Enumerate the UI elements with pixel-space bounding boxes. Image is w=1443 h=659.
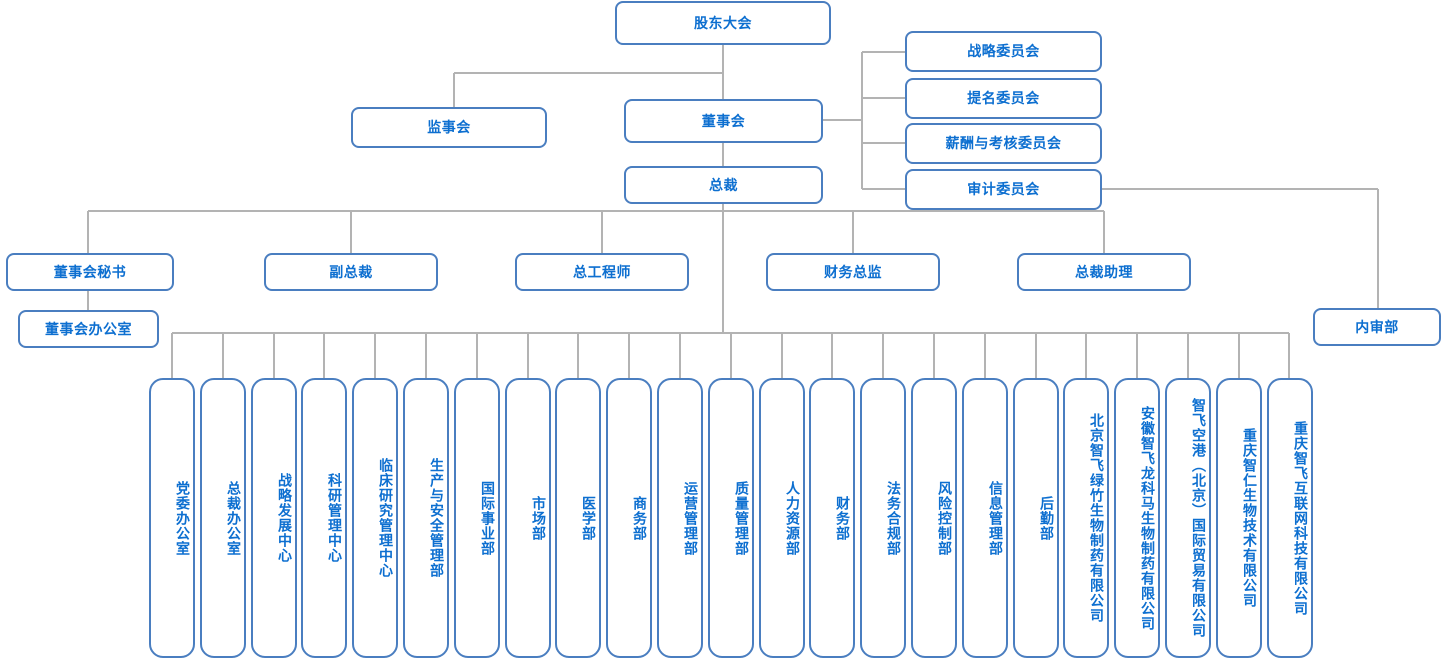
node-label: 监事会 [427, 119, 471, 136]
node-subsidiary-chongqing-zhiren[interactable]: 重庆智仁生物技术有限公司 [1216, 378, 1262, 658]
node-label: 总裁 [709, 176, 738, 193]
node-label: 医学部 [581, 495, 597, 541]
node-label: 财务部 [835, 495, 851, 541]
node-board-office[interactable]: 董事会办公室 [18, 310, 159, 348]
node-label: 质量管理部 [734, 480, 750, 556]
node-president[interactable]: 总裁 [624, 166, 823, 204]
node-department-strategic-development-center[interactable]: 战略发展中心 [251, 378, 297, 658]
node-label: 战略发展中心 [277, 473, 293, 563]
node-subsidiary-chongqing-zhifei-internet[interactable]: 重庆智飞互联网科技有限公司 [1267, 378, 1313, 658]
node-label: 重庆智仁生物技术有限公司 [1242, 428, 1258, 608]
node-vice-president[interactable]: 副总裁 [264, 253, 438, 291]
node-department-clinical-research-management-center[interactable]: 临床研究管理中心 [352, 378, 398, 658]
node-department-medical[interactable]: 医学部 [555, 378, 601, 658]
node-label: 提名委员会 [967, 90, 1040, 107]
node-cfo[interactable]: 财务总监 [766, 253, 940, 291]
node-department-international-business[interactable]: 国际事业部 [454, 378, 500, 658]
node-department-marketing[interactable]: 市场部 [505, 378, 551, 658]
node-label: 运营管理部 [683, 480, 699, 556]
node-label: 智飞空港（北京）国际贸易有限公司 [1191, 398, 1207, 638]
node-president-assistant[interactable]: 总裁助理 [1017, 253, 1191, 291]
node-label: 内审部 [1355, 318, 1399, 335]
node-label: 战略委员会 [967, 43, 1040, 60]
node-label: 法务合规部 [886, 480, 902, 556]
node-label: 薪酬与考核委员会 [945, 135, 1062, 152]
node-department-business-affairs[interactable]: 商务部 [606, 378, 652, 658]
node-committee-remuneration-appraisal[interactable]: 薪酬与考核委员会 [905, 123, 1102, 164]
node-label: 风险控制部 [937, 480, 953, 556]
node-department-operations-management[interactable]: 运营管理部 [657, 378, 703, 658]
node-committee-nomination[interactable]: 提名委员会 [905, 78, 1102, 119]
node-board-secretary[interactable]: 董事会秘书 [6, 253, 174, 291]
node-label: 重庆智飞互联网科技有限公司 [1293, 420, 1309, 616]
node-department-logistics[interactable]: 后勤部 [1013, 378, 1059, 658]
node-committee-audit[interactable]: 审计委员会 [905, 169, 1102, 210]
node-department-legal-compliance[interactable]: 法务合规部 [860, 378, 906, 658]
node-committee-strategy[interactable]: 战略委员会 [905, 31, 1102, 72]
node-subsidiary-anhui-zhifei-longcom[interactable]: 安徽智飞龙科马生物制药有限公司 [1114, 378, 1160, 658]
node-internal-audit-department[interactable]: 内审部 [1313, 308, 1441, 346]
node-label: 科研管理中心 [327, 473, 343, 563]
node-label: 总裁办公室 [226, 480, 242, 556]
node-label: 董事会 [701, 112, 746, 129]
node-department-human-resources[interactable]: 人力资源部 [759, 378, 805, 658]
node-subsidiary-beijing-zhifei-lvzhu[interactable]: 北京智飞绿竹生物制药有限公司 [1063, 378, 1109, 658]
node-label: 董事会秘书 [53, 263, 127, 280]
node-label: 总裁助理 [1075, 263, 1133, 280]
node-label: 安徽智飞龙科马生物制药有限公司 [1140, 405, 1156, 631]
node-board-of-directors[interactable]: 董事会 [624, 99, 823, 143]
node-label: 董事会办公室 [45, 320, 132, 337]
node-subsidiary-zhifei-konggang-beijing[interactable]: 智飞空港（北京）国际贸易有限公司 [1165, 378, 1211, 658]
node-label: 财务总监 [824, 263, 882, 280]
node-label: 生产与安全管理部 [429, 458, 445, 578]
node-department-information-management[interactable]: 信息管理部 [962, 378, 1008, 658]
node-chief-engineer[interactable]: 总工程师 [515, 253, 689, 291]
node-department-production-safety-management[interactable]: 生产与安全管理部 [403, 378, 449, 658]
node-label: 副总裁 [329, 263, 373, 280]
node-label: 总工程师 [573, 263, 631, 280]
node-label: 人力资源部 [785, 480, 801, 556]
node-shareholders-meeting[interactable]: 股东大会 [615, 1, 831, 45]
node-department-risk-control[interactable]: 风险控制部 [911, 378, 957, 658]
node-label: 审计委员会 [967, 181, 1040, 198]
node-label: 党委办公室 [175, 480, 191, 556]
node-department-party-committee-office[interactable]: 党委办公室 [149, 378, 195, 658]
node-department-presidents-office[interactable]: 总裁办公室 [200, 378, 246, 658]
node-label: 信息管理部 [988, 480, 1004, 556]
node-department-research-management-center[interactable]: 科研管理中心 [301, 378, 347, 658]
node-label: 股东大会 [694, 14, 752, 31]
node-department-quality-management[interactable]: 质量管理部 [708, 378, 754, 658]
node-label: 商务部 [632, 495, 648, 541]
node-label: 市场部 [531, 495, 547, 541]
node-department-finance[interactable]: 财务部 [809, 378, 855, 658]
node-label: 临床研究管理中心 [378, 458, 394, 578]
node-label: 北京智飞绿竹生物制药有限公司 [1089, 413, 1105, 623]
node-label: 后勤部 [1039, 495, 1055, 541]
node-label: 国际事业部 [480, 480, 496, 556]
node-board-of-supervisors[interactable]: 监事会 [351, 107, 547, 148]
